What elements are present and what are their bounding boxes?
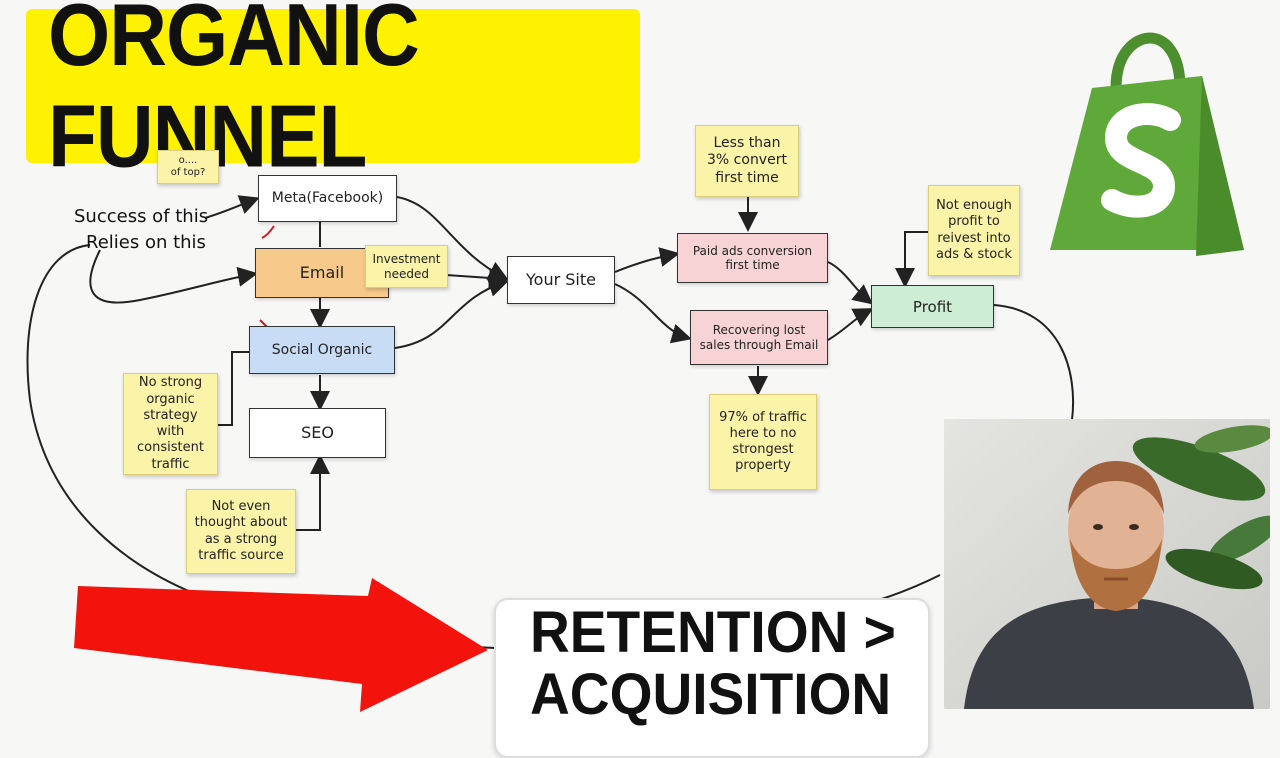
paid-to-profit-connector [827,261,874,305]
site-to-paid-connector [614,247,680,273]
annotation-line2: Relies on this [86,232,206,253]
shopify-bag-icon [1050,32,1244,256]
your-site-node: Your Site [507,256,615,304]
traffic-note: 97% of traffic here to no strongest prop… [709,394,817,490]
site-to-recovering-connector [614,283,692,344]
paid-ads-node: Paid ads conversion first time [677,233,828,283]
big-red-arrow-icon [74,578,488,712]
retention-box: RETENTION > ACQUISITION [494,598,930,758]
social-to-site-connector [394,277,509,349]
tick-mark [261,225,275,239]
annotation-to-meta-connector [204,195,260,219]
no-strategy-note: No strong organic strategy with consiste… [123,373,218,475]
annotation-to-email-connector [89,249,258,304]
not-enough-to-profit-connector [895,231,928,288]
partial-note-line1: o.... [178,154,198,166]
webcam-overlay [944,419,1270,709]
meta-node: Meta(Facebook) [258,175,397,222]
meta-to-site-connector [396,196,509,280]
partial-note-line2: of top? [170,167,206,178]
partial-sticky-note: o.... of top? [157,150,219,184]
recovering-node: Recovering lost sales through Email [690,310,828,365]
not-thought-to-seo-connector [296,454,330,531]
profit-node: Profit [871,285,994,328]
title-banner: ORGANIC FUNNEL [26,0,640,185]
not-thought-note: Not even thought about as a strong traff… [186,489,296,574]
retention-text: RETENTION > ACQUISITION [530,600,896,727]
page-title: ORGANIC FUNNEL [48,0,420,185]
not-enough-note: Not enough profit to reivest into ads & … [928,185,1020,276]
social-organic-node: Social Organic [249,326,395,374]
recovering-to-profit-connector [827,308,874,341]
less-than-note: Less than 3% convert first time [695,125,799,197]
annotation-line1: Success of this [74,206,209,227]
profit-to-retention-connector [993,304,1075,421]
seo-node: SEO [249,408,386,458]
email-to-site-connector [445,267,509,288]
investment-note: Investment needed [365,245,448,288]
